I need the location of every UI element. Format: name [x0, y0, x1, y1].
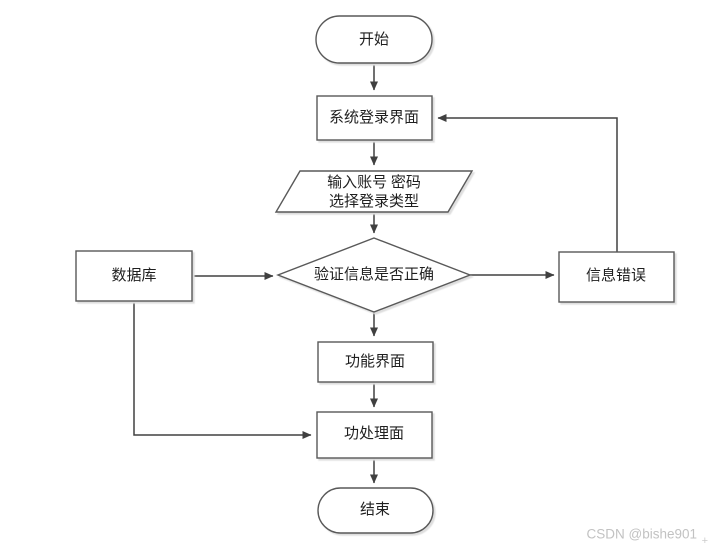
process-ui-box: [316, 411, 433, 459]
function-ui-label: 功能界面: [345, 353, 405, 370]
start-label: 开始: [359, 31, 389, 48]
function-ui-box: [317, 341, 434, 383]
watermark-cursor-mark: +: [702, 535, 708, 547]
error-label: 信息错误: [586, 267, 646, 284]
end-terminator: [317, 487, 434, 534]
arrow-database-to-process-ui: [133, 302, 312, 439]
input-label-line2: 选择登录类型: [329, 193, 419, 210]
watermark-text: CSDN @bishe901: [586, 527, 697, 542]
database-box: [75, 250, 193, 302]
database-label: 数据库: [111, 267, 156, 284]
end-label: 结束: [360, 501, 390, 518]
input-parallelogram: [274, 170, 474, 213]
login-process-box: [316, 95, 433, 141]
verify-decision-diamond: [276, 237, 472, 313]
process-ui-label: 功处理面: [344, 425, 404, 442]
login-label: 系统登录界面: [329, 109, 419, 126]
arrow-error-to-login-feedback: [437, 114, 618, 252]
input-label-line1: 输入账号 密码: [327, 174, 421, 191]
verify-label: 验证信息是否正确: [314, 266, 434, 283]
error-box: [558, 251, 675, 303]
start-terminator: [315, 15, 433, 64]
